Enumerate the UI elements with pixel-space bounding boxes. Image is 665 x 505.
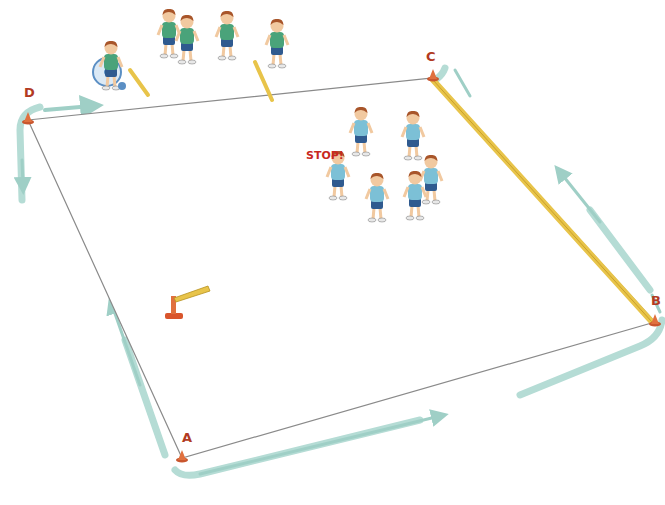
speech-text: STOP! bbox=[306, 150, 344, 161]
corner-letter: D bbox=[24, 86, 35, 99]
corner-letter: B bbox=[651, 294, 661, 307]
corner-letter: C bbox=[426, 50, 436, 63]
corner-letter: A bbox=[182, 431, 192, 444]
